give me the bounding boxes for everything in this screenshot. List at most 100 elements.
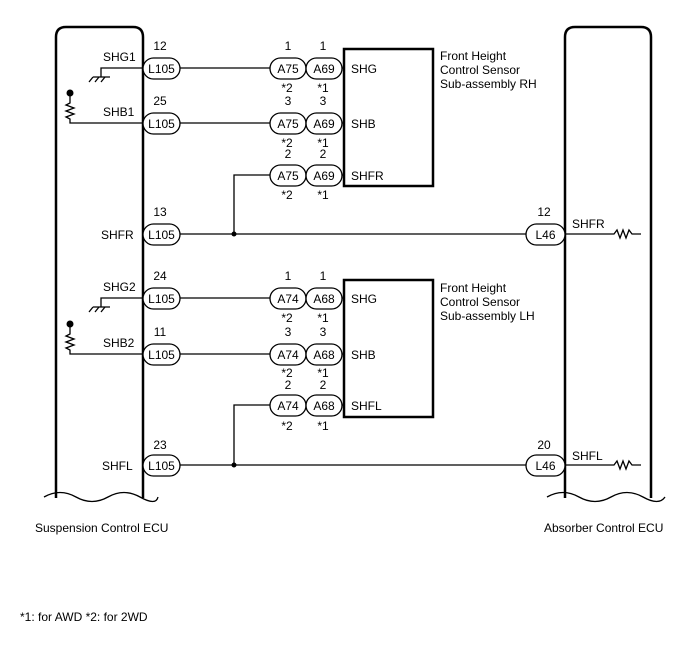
connector-a74-shg: A74 bbox=[269, 287, 307, 310]
variant-note: *1 bbox=[317, 419, 329, 433]
connector-a68-shg: A68 bbox=[305, 287, 343, 310]
footnote: *1: for AWD *2: for 2WD bbox=[20, 610, 148, 624]
resistor-icon-shfr-absorber bbox=[565, 228, 641, 240]
absorber-ecu-label: Absorber Control ECU bbox=[544, 521, 663, 535]
connector-a75-shg: A75 bbox=[269, 57, 307, 80]
svg-text:L105: L105 bbox=[148, 292, 175, 306]
signal-label-shb1: SHB1 bbox=[103, 105, 135, 119]
absorber-ecu-break bbox=[546, 491, 666, 503]
connector-a68-shfl: A68 bbox=[305, 394, 343, 417]
sensor-pin-label: SHG bbox=[351, 62, 377, 76]
connector-a75-shb: A75 bbox=[269, 112, 307, 135]
connector-l46-shfr: L46 bbox=[525, 223, 566, 246]
svg-text:A68: A68 bbox=[313, 348, 335, 362]
svg-text:L105: L105 bbox=[148, 228, 175, 242]
connector-l105-shb2: L105 bbox=[142, 343, 181, 366]
sensor-pin-label: SHFR bbox=[351, 169, 384, 183]
suspension-ecu-label: Suspension Control ECU bbox=[35, 521, 168, 535]
variant-note: *2 bbox=[281, 419, 293, 433]
pin-number: 1 bbox=[285, 269, 292, 283]
pin-number: 3 bbox=[285, 325, 292, 339]
svg-text:A75: A75 bbox=[277, 169, 299, 183]
svg-text:A75: A75 bbox=[277, 62, 299, 76]
ground-icon-shg2 bbox=[88, 297, 143, 313]
absorber-signal-label-shfl: SHFL bbox=[572, 449, 603, 463]
connector-a69-shfr: A69 bbox=[305, 164, 343, 187]
svg-text:L46: L46 bbox=[535, 459, 555, 473]
svg-text:L105: L105 bbox=[148, 117, 175, 131]
pin-number: 2 bbox=[320, 147, 327, 161]
connector-l105-shb1: L105 bbox=[142, 112, 181, 135]
suspension-ecu-break bbox=[43, 491, 159, 503]
connector-a74-shfl: A74 bbox=[269, 394, 307, 417]
connector-a69-shg: A69 bbox=[305, 57, 343, 80]
variant-note: *1 bbox=[317, 81, 329, 95]
variant-note: *1 bbox=[317, 136, 329, 150]
pin-number: 13 bbox=[153, 205, 167, 219]
connector-l105-shg2: L105 bbox=[142, 287, 181, 310]
svg-text:A74: A74 bbox=[277, 292, 299, 306]
svg-text:L105: L105 bbox=[148, 62, 175, 76]
absorber-signal-label-shfr: SHFR bbox=[572, 217, 605, 231]
pin-number: 2 bbox=[285, 147, 292, 161]
connector-a75-shfr: A75 bbox=[269, 164, 307, 187]
pin-number: 23 bbox=[153, 438, 167, 452]
pin-number: 25 bbox=[153, 94, 167, 108]
pin-number: 3 bbox=[320, 325, 327, 339]
pin-number: 1 bbox=[285, 39, 292, 53]
svg-text:A68: A68 bbox=[313, 292, 335, 306]
connector-l105-shfl: L105 bbox=[142, 454, 181, 477]
pin-number: 3 bbox=[320, 94, 327, 108]
sensor-pin-label: SHB bbox=[351, 117, 376, 131]
pin-number: 12 bbox=[537, 205, 551, 219]
pin-number: 1 bbox=[320, 39, 327, 53]
resistor-icon-shfl-absorber bbox=[565, 459, 641, 471]
connector-a68-shb: A68 bbox=[305, 343, 343, 366]
signal-label-shg1: SHG1 bbox=[103, 50, 136, 64]
svg-text:Front Height: Front Height bbox=[440, 281, 507, 295]
svg-text:A74: A74 bbox=[277, 348, 299, 362]
pin-number: 20 bbox=[537, 438, 551, 452]
sensor-pin-label: SHG bbox=[351, 292, 377, 306]
svg-text:A75: A75 bbox=[277, 117, 299, 131]
pin-number: 2 bbox=[285, 378, 292, 392]
signal-label-shg2: SHG2 bbox=[103, 280, 136, 294]
sensor-lh-box bbox=[342, 278, 435, 419]
variant-note: *1 bbox=[317, 188, 329, 202]
sensor-pin-label: SHB bbox=[351, 348, 376, 362]
signal-label-shb2: SHB2 bbox=[103, 336, 135, 350]
connector-l46-shfl: L46 bbox=[525, 454, 566, 477]
svg-text:L46: L46 bbox=[535, 228, 555, 242]
sensor-pin-label: SHFL bbox=[351, 399, 382, 413]
sensor-rh-label: Front Height Control Sensor Sub-assembly… bbox=[440, 49, 537, 91]
pin-number: 1 bbox=[320, 269, 327, 283]
suspension-ecu-body bbox=[54, 25, 145, 498]
pin-number: 11 bbox=[154, 325, 167, 339]
svg-text:A69: A69 bbox=[313, 62, 335, 76]
variant-note: *2 bbox=[281, 188, 293, 202]
variant-note: *1 bbox=[317, 311, 329, 325]
svg-text:L105: L105 bbox=[148, 348, 175, 362]
connector-a74-shb: A74 bbox=[269, 343, 307, 366]
svg-text:A69: A69 bbox=[313, 117, 335, 131]
svg-text:A69: A69 bbox=[313, 169, 335, 183]
pin-number: 2 bbox=[320, 378, 327, 392]
splice-shfl bbox=[231, 462, 237, 468]
connector-l105-shfr: L105 bbox=[142, 223, 181, 246]
pin-number: 3 bbox=[285, 94, 292, 108]
variant-note: *2 bbox=[281, 366, 293, 380]
svg-text:Control Sensor: Control Sensor bbox=[440, 295, 520, 309]
svg-text:A74: A74 bbox=[277, 399, 299, 413]
variant-note: *2 bbox=[281, 311, 293, 325]
svg-text:Sub-assembly RH: Sub-assembly RH bbox=[440, 77, 537, 91]
variant-note: *2 bbox=[281, 81, 293, 95]
resistor-icon-shb2 bbox=[64, 320, 143, 355]
resistor-icon-shb1 bbox=[64, 89, 143, 124]
pin-number: 12 bbox=[153, 39, 167, 53]
sensor-rh-box bbox=[342, 47, 435, 188]
ground-icon-shg1 bbox=[88, 67, 143, 83]
variant-note: *1 bbox=[317, 366, 329, 380]
svg-text:A68: A68 bbox=[313, 399, 335, 413]
connector-a69-shb: A69 bbox=[305, 112, 343, 135]
